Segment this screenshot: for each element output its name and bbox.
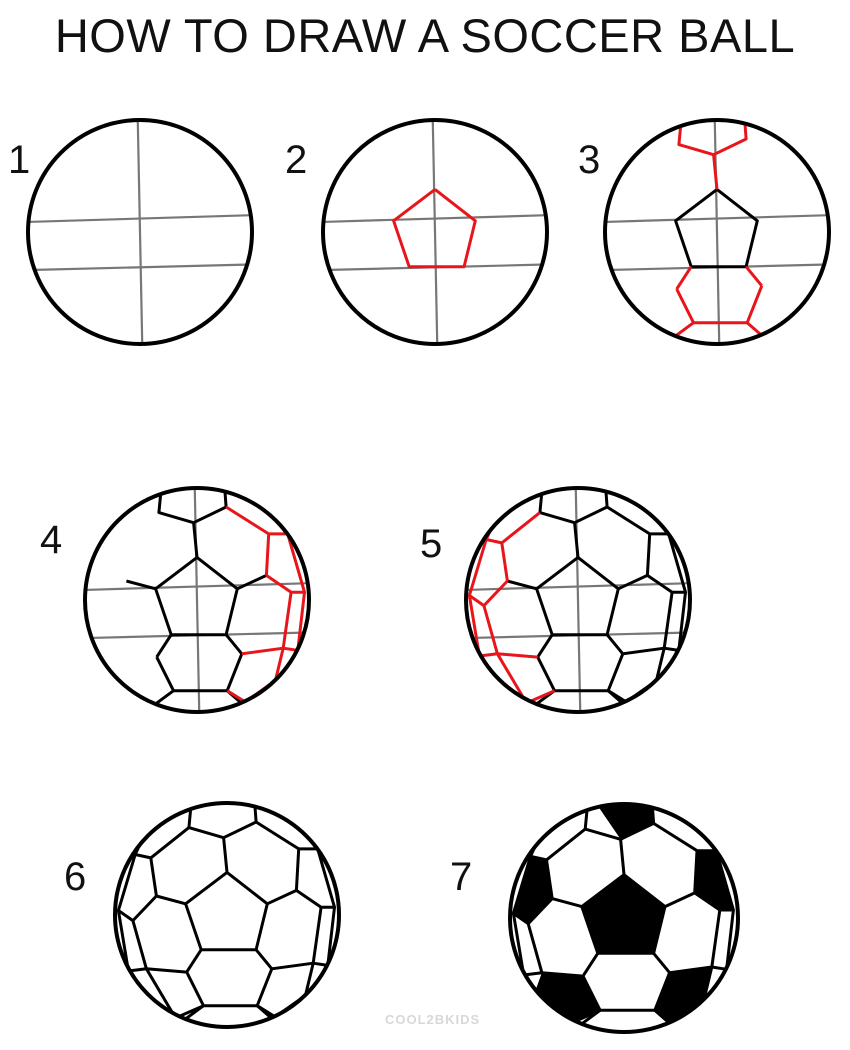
ball-outline xyxy=(321,118,549,346)
ball-seam xyxy=(184,871,269,952)
guide-line-horizontal xyxy=(323,214,547,224)
step-4-drawing xyxy=(83,486,311,714)
step-6-number: 6 xyxy=(64,855,87,899)
ball-seam xyxy=(675,285,764,325)
guide-line-horizontal xyxy=(85,582,309,592)
ball-outline xyxy=(113,801,341,1029)
step-7-number: 7 xyxy=(450,855,473,899)
ball-seam xyxy=(606,505,652,576)
ball-seam xyxy=(266,889,298,906)
black-patch xyxy=(654,967,712,1022)
guide-line-horizontal xyxy=(466,582,690,592)
watermark-logo: COOL2BKIDS xyxy=(385,1012,481,1027)
ball-seam xyxy=(236,574,268,591)
step-3-number: 3 xyxy=(578,138,601,182)
guide-line-vertical xyxy=(193,488,201,712)
ball-seam xyxy=(482,605,538,659)
step-5-number: 5 xyxy=(420,522,443,566)
ball-seam xyxy=(154,556,239,637)
ball-seam xyxy=(551,897,583,909)
ball-seam xyxy=(652,822,699,893)
guide-line-vertical xyxy=(574,488,582,712)
ball-seam xyxy=(187,803,225,840)
ball-seam xyxy=(156,894,186,906)
ball-seam xyxy=(155,653,244,693)
step-4-number: 4 xyxy=(40,518,63,562)
black-patch xyxy=(694,850,734,910)
ball-outline xyxy=(508,802,740,1034)
ball-outline xyxy=(603,118,831,346)
ball-seam xyxy=(496,653,556,705)
ball-seam xyxy=(580,873,667,955)
ball-seam xyxy=(185,968,274,1008)
ball-seam xyxy=(573,522,580,558)
ball-seam xyxy=(224,633,243,655)
black-patch xyxy=(581,874,665,954)
ball-seam xyxy=(392,188,477,269)
ball-seam xyxy=(271,906,323,971)
ball-seam xyxy=(149,826,190,897)
step-5-drawing xyxy=(464,486,692,714)
ball-seam xyxy=(126,579,156,591)
guide-line-horizontal xyxy=(28,263,252,272)
ball-seam xyxy=(712,154,719,190)
ball-seam xyxy=(222,837,229,873)
ball-seam xyxy=(538,488,576,525)
ball-seam xyxy=(255,820,301,891)
guide-line-vertical xyxy=(713,120,721,344)
ball-seam xyxy=(155,633,173,658)
ball-seam xyxy=(507,579,537,591)
guide-line-horizontal xyxy=(28,214,252,224)
step-1-drawing xyxy=(26,118,254,346)
ball-seam xyxy=(605,633,624,655)
page-title: HOW TO DRAW A SOCCER BALL xyxy=(54,9,796,62)
ball-seam xyxy=(526,923,584,978)
step-2-number: 2 xyxy=(285,138,308,182)
step-3-drawing xyxy=(603,118,831,346)
ball-seam xyxy=(573,488,609,525)
ball-seam xyxy=(536,653,625,693)
ball-seam xyxy=(254,948,273,970)
ball-seam xyxy=(669,909,722,975)
ball-seam xyxy=(536,633,554,658)
ball-seam xyxy=(664,891,696,908)
ball-seam xyxy=(131,920,187,974)
ball-seam xyxy=(225,505,271,576)
ball-seam xyxy=(185,948,203,973)
ball-seam xyxy=(500,511,541,582)
ball-seam xyxy=(581,952,600,977)
ball-seam xyxy=(652,952,671,974)
ball-outline xyxy=(83,486,311,714)
ball-seam xyxy=(744,265,763,287)
ball-seam xyxy=(677,120,715,157)
ball-seam xyxy=(157,488,195,525)
ball-seam xyxy=(241,591,293,656)
ball-seam xyxy=(535,556,620,637)
ball-seam xyxy=(545,827,587,899)
ball-outline xyxy=(26,118,254,346)
guide-line-vertical xyxy=(431,120,439,344)
ball-seam xyxy=(222,803,258,840)
guide-line-vertical xyxy=(136,120,144,344)
ball-seam xyxy=(674,188,759,269)
guide-line-horizontal xyxy=(605,214,829,224)
step-7-drawing xyxy=(508,802,740,1034)
ball-outline xyxy=(464,486,692,714)
step-1-number: 1 xyxy=(8,138,31,182)
ball-seam xyxy=(619,839,626,875)
ball-seam xyxy=(675,265,693,290)
ball-seam xyxy=(192,488,228,525)
ball-seam xyxy=(712,120,748,157)
ball-seam xyxy=(145,968,205,1020)
step-2-drawing xyxy=(321,118,549,346)
ball-seam xyxy=(295,847,336,909)
ball-seam xyxy=(581,972,671,1012)
ball-seam xyxy=(192,522,199,558)
ball-seam xyxy=(617,574,649,591)
step-6-drawing xyxy=(113,801,341,1029)
ball-seam xyxy=(622,591,674,656)
